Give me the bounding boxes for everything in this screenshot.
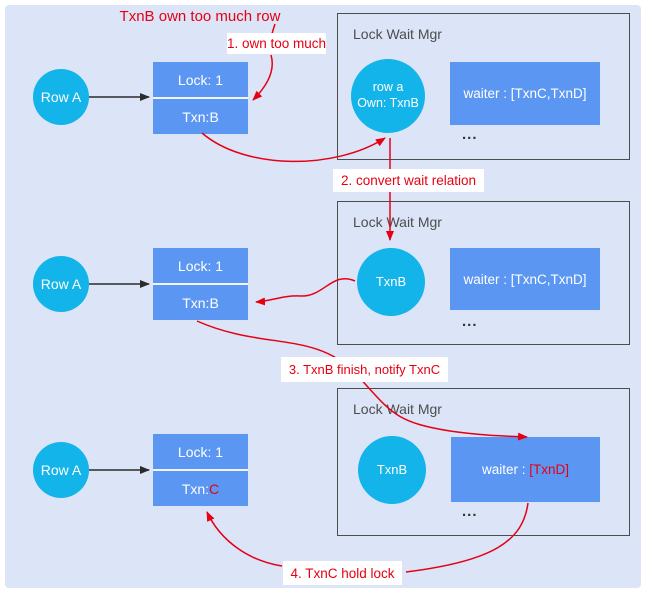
txnb-circle-2: TxnB bbox=[357, 248, 425, 316]
txn-prefix-3: Txn: bbox=[181, 480, 210, 497]
waiter-box-2: waiter : [TxnC,TxnD] bbox=[450, 248, 600, 310]
waiter-box-3: waiter : [TxnD] bbox=[451, 437, 600, 502]
txn-cell-3: Txn: C bbox=[153, 469, 248, 506]
step4-label: 4. TxnC hold lock bbox=[283, 561, 402, 585]
waiter-text-2: waiter : bbox=[463, 271, 511, 287]
waiter-text-3: waiter : bbox=[481, 462, 530, 477]
txnb-circle-label-2: TxnB bbox=[375, 273, 407, 289]
txn-prefix-1: Txn: bbox=[182, 108, 210, 125]
waiter-text-1: waiter : bbox=[463, 86, 511, 101]
owner-circle-line1: row a bbox=[372, 80, 404, 95]
step2-label: 2. convert wait relation bbox=[333, 169, 484, 192]
step1-label: 1. own too much bbox=[227, 33, 326, 54]
txn-prefix-2: Txn: bbox=[182, 294, 210, 311]
top-note: TxnB own too much row bbox=[119, 8, 281, 25]
ellipsis-3: ... bbox=[462, 503, 478, 520]
lock-wait-mgr-title-3: Lock Wait Mgr bbox=[353, 401, 442, 417]
owner-circle-line2: Own: TxnB bbox=[357, 96, 419, 110]
owner-circle-1: row a Own: TxnB bbox=[351, 59, 425, 133]
row-a-label-2: Row A bbox=[40, 276, 82, 292]
row-a-circle-3: Row A bbox=[33, 442, 89, 498]
txn-cell-2: Txn: B bbox=[153, 283, 248, 320]
ellipsis-2: ... bbox=[462, 313, 478, 330]
txn-value-1: B bbox=[209, 108, 219, 125]
txnb-circle-3: TxnB bbox=[358, 436, 426, 504]
row-a-circle-1: Row A bbox=[33, 69, 89, 125]
waiter-box-1: waiter : [TxnC,TxnD] bbox=[450, 62, 600, 125]
txn-value-2: B bbox=[209, 294, 219, 311]
lock-box-1: Lock: 1 Txn: B bbox=[153, 62, 248, 134]
lock-cell-1: Lock: 1 bbox=[177, 71, 224, 88]
lock-wait-mgr-1: Lock Wait Mgr bbox=[337, 13, 630, 160]
waiter-list-3: [TxnD] bbox=[529, 462, 570, 477]
waiter-list-1: [TxnC,TxnD] bbox=[510, 86, 587, 101]
txn-cell-1: Txn: B bbox=[153, 97, 248, 134]
row-a-label-3: Row A bbox=[40, 462, 82, 478]
row-a-label-1: Row A bbox=[40, 89, 82, 105]
txn-value-3: C bbox=[209, 480, 220, 497]
lock-box-3: Lock: 1 Txn: C bbox=[153, 434, 248, 506]
lock-wait-mgr-title-1: Lock Wait Mgr bbox=[353, 26, 442, 42]
txnb-circle-label-3: TxnB bbox=[376, 461, 408, 477]
row-a-circle-2: Row A bbox=[33, 256, 89, 312]
waiter-list-2: [TxnC,TxnD] bbox=[510, 271, 587, 287]
ellipsis-1: ... bbox=[462, 126, 478, 143]
lock-cell-2: Lock: 1 bbox=[177, 257, 224, 274]
lock-cell-3: Lock: 1 bbox=[177, 443, 224, 460]
lock-box-2: Lock: 1 Txn: B bbox=[153, 248, 248, 320]
lock-wait-mgr-title-2: Lock Wait Mgr bbox=[353, 214, 442, 230]
step3-label: 3. TxnB finish, notify TxnC bbox=[281, 357, 448, 382]
